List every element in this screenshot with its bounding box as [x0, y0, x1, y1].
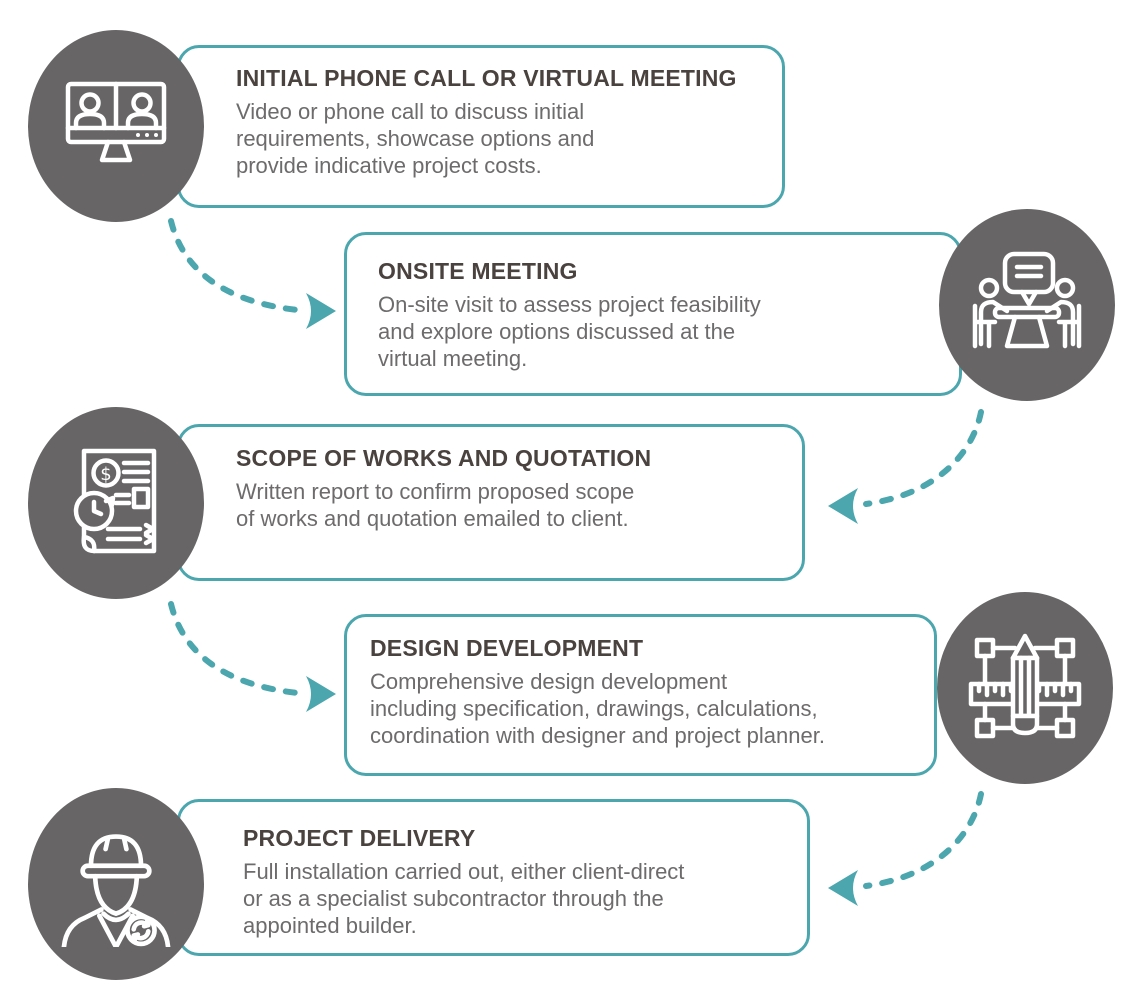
step-description: Comprehensive design development includi… [370, 669, 825, 748]
onsite-meeting-icon [972, 251, 1082, 349]
step-4-card: DESIGN DEVELOPMENT Comprehensive design … [344, 614, 937, 776]
arrow-step4-to-step5-icon [828, 791, 984, 906]
step-5-card: PROJECT DELIVERY Full installation carri… [177, 799, 810, 956]
step-3-card: SCOPE OF WORKS AND QUOTATION Written rep… [177, 424, 805, 581]
design-development-icon [968, 633, 1082, 739]
step-4-icon-badge [937, 592, 1113, 784]
step-title: INITIAL PHONE CALL OR VIRTUAL MEETING [236, 65, 737, 91]
step-2-icon-badge [939, 209, 1115, 401]
svg-text:$: $ [100, 464, 111, 485]
project-delivery-icon [61, 833, 171, 947]
step-description: Written report to confirm proposed scope… [236, 479, 635, 531]
step-3-icon-badge: $ [28, 407, 204, 599]
step-title: PROJECT DELIVERY [243, 825, 476, 851]
step-title: DESIGN DEVELOPMENT [370, 635, 644, 661]
scope-quotation-icon: $ [73, 448, 157, 554]
step-description: Video or phone call to discuss initial r… [236, 99, 595, 178]
step-description: Full installation carried out, either cl… [243, 859, 685, 938]
video-meeting-icon [65, 81, 167, 163]
arrow-step1-to-step2-icon [168, 218, 336, 329]
step-2-card: ONSITE MEETING On-site visit to assess p… [344, 232, 962, 396]
arrow-step2-to-step3-icon [828, 409, 984, 524]
step-title: ONSITE MEETING [378, 258, 578, 284]
step-1-card: INITIAL PHONE CALL OR VIRTUAL MEETING Vi… [177, 45, 785, 208]
step-title: SCOPE OF WORKS AND QUOTATION [236, 445, 652, 471]
arrow-step3-to-step4-icon [168, 601, 336, 712]
step-description: On-site visit to assess project feasibil… [378, 292, 761, 371]
step-5-icon-badge [28, 788, 204, 980]
step-1-icon-badge [28, 30, 204, 222]
